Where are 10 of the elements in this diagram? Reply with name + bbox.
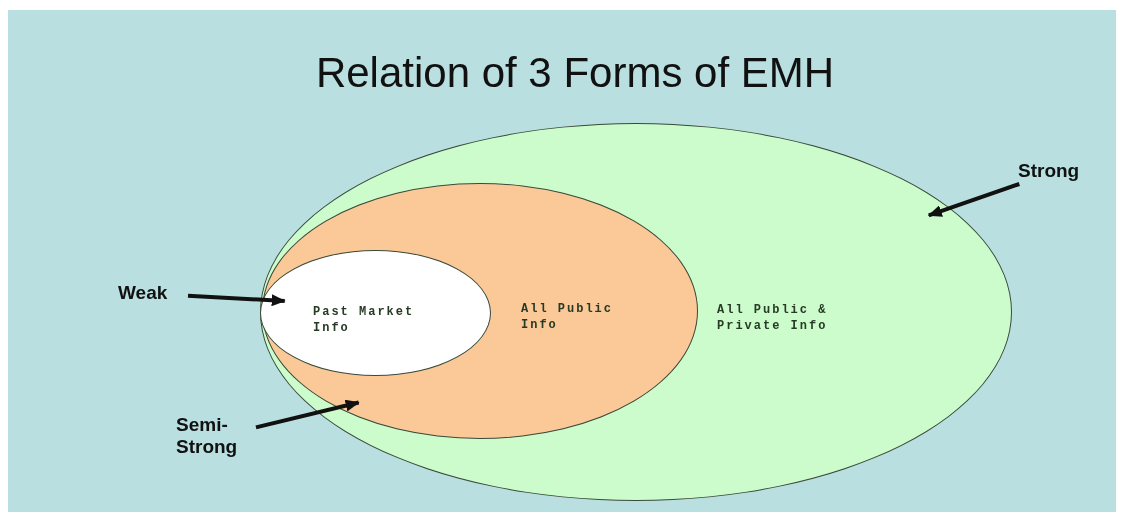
form-label: Weak — [118, 282, 188, 304]
arrow — [255, 399, 360, 430]
form-label: Semi-Strong — [176, 414, 256, 458]
form-label: Strong — [1018, 160, 1090, 182]
region-label: All Public Info — [521, 301, 614, 333]
title: Relation of 3 Forms of EMH — [314, 48, 836, 98]
region-label: Past Market Info — [313, 304, 416, 336]
arrow — [927, 182, 1020, 218]
arrow — [187, 293, 286, 307]
region-label: All Public & Private Info — [717, 302, 829, 334]
